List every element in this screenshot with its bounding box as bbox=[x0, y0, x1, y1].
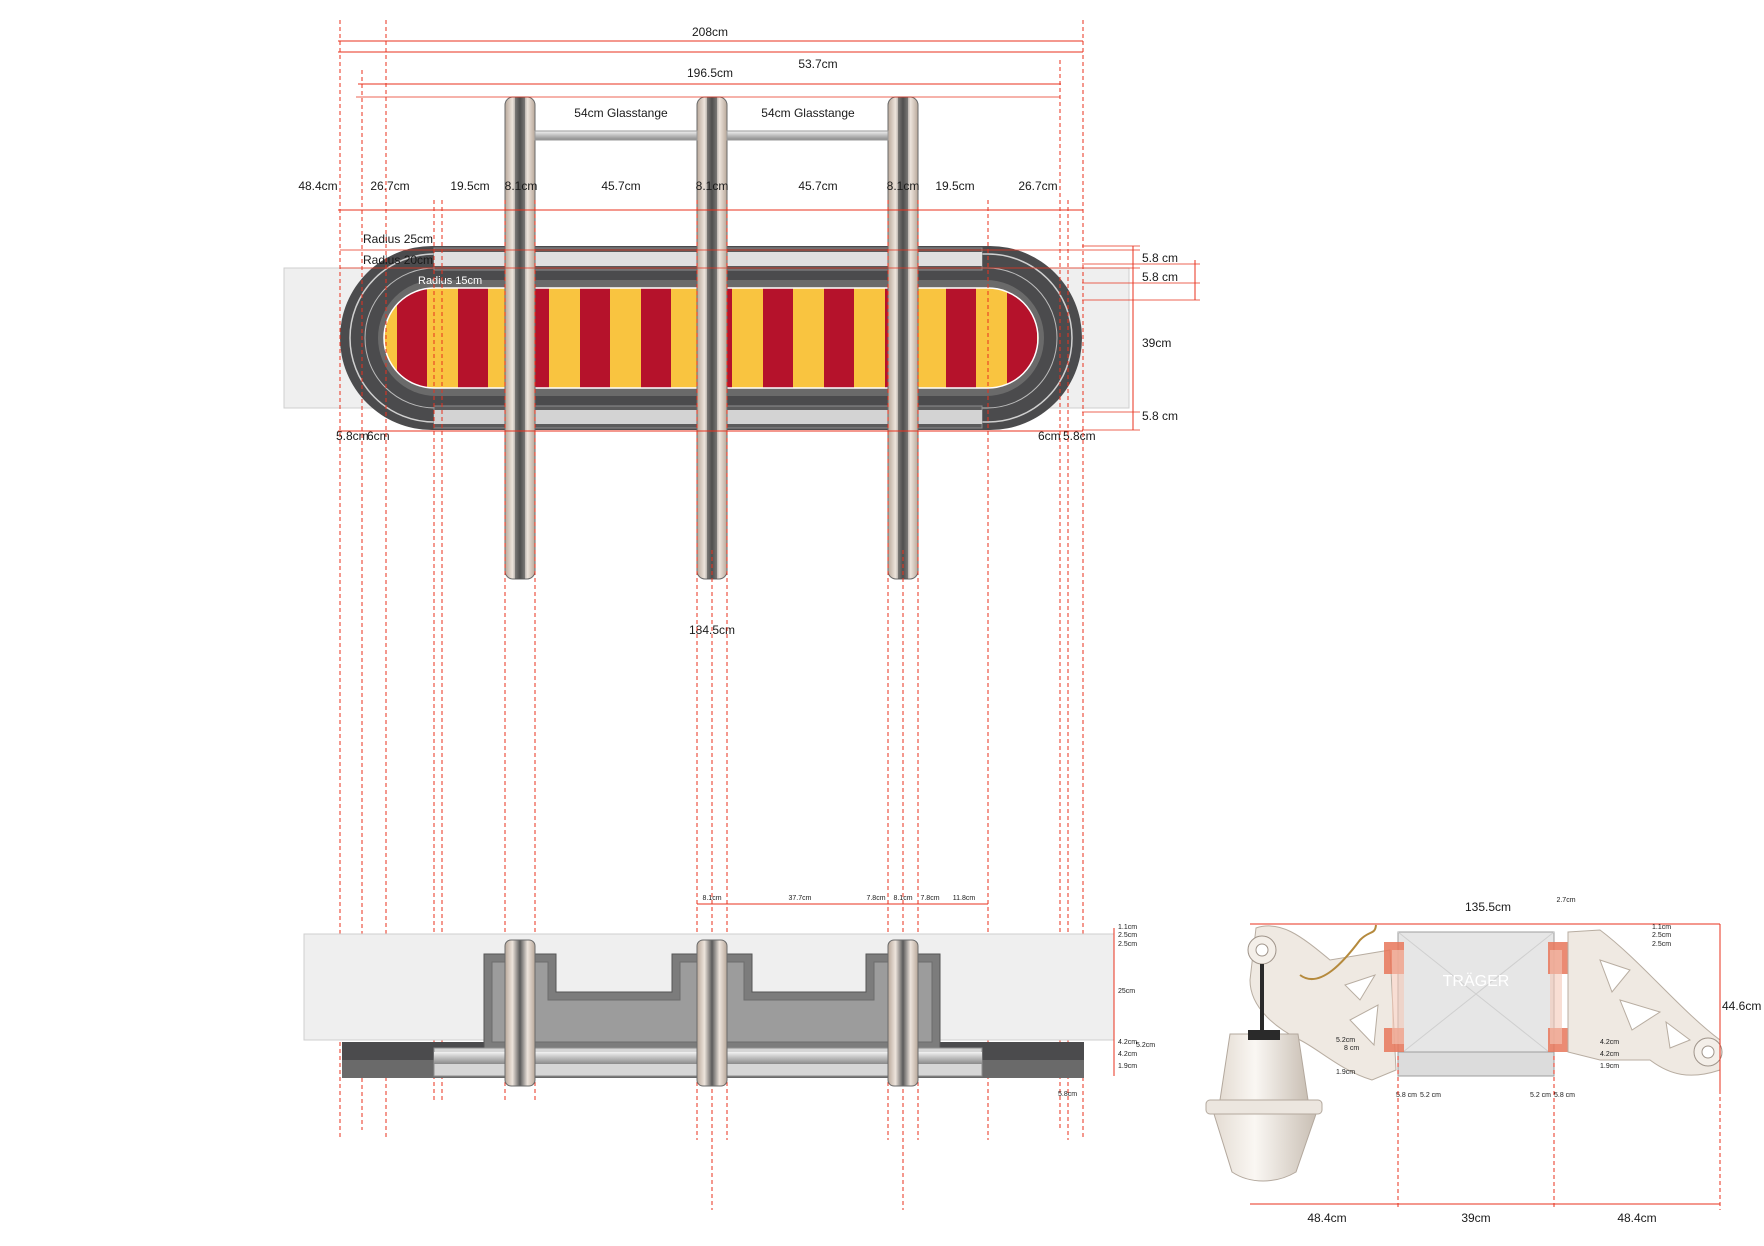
front-right-7: 1.9cm bbox=[1118, 1063, 1137, 1070]
right-cutout-2 bbox=[1619, 999, 1662, 1031]
side-right-5: 1.9cm bbox=[1600, 1063, 1619, 1070]
dim-bottom-right-1: 5.8cm bbox=[1063, 429, 1096, 443]
side-bottom-0: 48.4cm bbox=[1307, 1211, 1346, 1225]
glass-bar-1-label: 54cm Glasstange bbox=[574, 106, 668, 120]
side-right-3: 4.2cm bbox=[1600, 1039, 1619, 1046]
front-top-dim-1: 37.7cm bbox=[789, 895, 812, 902]
box-diag-2 bbox=[1397, 931, 1555, 1057]
bracket-cutout-1 bbox=[1344, 974, 1377, 1001]
dim-seg-7: 8.1cm bbox=[887, 179, 920, 193]
front-top-dim-0: 8.1cm bbox=[702, 895, 721, 902]
dim-seg-6: 45.7cm bbox=[798, 179, 837, 193]
dim-seg-4: 45.7cm bbox=[601, 179, 640, 193]
front-top-dim-2: 7.8cm bbox=[866, 895, 885, 902]
side-bottom-small-2: 5.2 cm bbox=[1530, 1092, 1551, 1099]
cable bbox=[1299, 924, 1377, 981]
front-right-2: 2.5cm bbox=[1118, 941, 1137, 948]
front-right-4: 4.2cm bbox=[1118, 1039, 1137, 1046]
lamp-shade bbox=[1213, 1113, 1317, 1182]
bracket-fill-right bbox=[1550, 950, 1562, 1044]
lamp-housing bbox=[1219, 1033, 1309, 1101]
glass-bar-1 bbox=[534, 130, 698, 141]
side-top-width: 135.5cm bbox=[1465, 900, 1511, 914]
dim-seg-8: 19.5cm bbox=[935, 179, 974, 193]
dim-right-0: 5.8 cm bbox=[1142, 251, 1178, 265]
front-post-1 bbox=[504, 939, 536, 1087]
post-1 bbox=[504, 96, 536, 580]
dim-bottom-left-1: 6cm bbox=[367, 429, 390, 443]
dim-bottom-right-0: 6cm bbox=[1038, 429, 1061, 443]
left-bracket bbox=[1249, 925, 1397, 1081]
radius-outer-label: Radius 25cm bbox=[363, 232, 433, 246]
side-bottom-small-3: 5.8 cm bbox=[1554, 1092, 1575, 1099]
trager-label: TRÄGER bbox=[1443, 972, 1510, 990]
dim-top-right: 53.7cm bbox=[798, 57, 837, 71]
side-left-2: 1.9cm bbox=[1336, 1069, 1355, 1076]
left-pivot-hole bbox=[1255, 943, 1269, 957]
lamp-rim bbox=[1205, 1099, 1323, 1115]
side-top-small: 2.7cm bbox=[1556, 897, 1575, 904]
top-view: 54cm Glasstange 54cm Glasstange 208cm 53… bbox=[283, 25, 1200, 637]
lamp-cap bbox=[1248, 1030, 1280, 1040]
front-right-0: 1.1cm bbox=[1118, 924, 1137, 931]
front-post-2 bbox=[696, 939, 728, 1087]
side-bottom-2: 48.4cm bbox=[1617, 1211, 1656, 1225]
dim-inner-width: 196.5cm bbox=[687, 66, 733, 80]
front-top-dim-4: 7.8cm bbox=[920, 895, 939, 902]
side-left-1: 8 cm bbox=[1344, 1045, 1359, 1052]
side-right-2: 2.5cm bbox=[1652, 941, 1671, 948]
glass-bar-2 bbox=[726, 130, 889, 141]
dim-seg-5: 8.1cm bbox=[696, 179, 729, 193]
side-left-0: 5.2cm bbox=[1336, 1037, 1355, 1044]
front-top-dim-5: 11.8cm bbox=[953, 895, 976, 902]
right-pivot-hole bbox=[1701, 1045, 1715, 1059]
post-2 bbox=[696, 96, 728, 580]
radius-mid-label: Radius 20cm bbox=[363, 253, 433, 267]
side-height: 44.6cm bbox=[1722, 999, 1761, 1013]
dim-right-1: 5.8 cm bbox=[1142, 270, 1178, 284]
front-right-5: 5.2cm bbox=[1136, 1042, 1155, 1049]
dim-right-2: 39cm bbox=[1142, 336, 1171, 350]
right-cutout-1 bbox=[1599, 959, 1631, 993]
front-right-1: 2.5cm bbox=[1118, 932, 1137, 939]
front-top-dim-3: 8.1cm bbox=[893, 895, 912, 902]
dim-overall-width: 208cm bbox=[692, 25, 728, 39]
dim-seg-1: 26.7cm bbox=[370, 179, 409, 193]
front-right-3: 25cm bbox=[1118, 988, 1135, 995]
side-view: TRÄGER 135.5cm 2.7cm 44.6cm 1.1cm 2.5cm … bbox=[1205, 897, 1761, 1225]
dim-right-3: 5.8 cm bbox=[1142, 409, 1178, 423]
dim-bottom-left-0: 5.8cm bbox=[336, 429, 369, 443]
trager-base bbox=[1397, 1051, 1555, 1077]
post-3 bbox=[887, 96, 919, 580]
bracket-fill-left bbox=[1392, 950, 1404, 1044]
side-right-1: 2.5cm bbox=[1652, 932, 1671, 939]
side-right-0: 1.1cm bbox=[1652, 924, 1671, 931]
radius-inner-label: Radius 15cm bbox=[418, 275, 482, 287]
bracket-cutout-2 bbox=[1349, 1004, 1379, 1047]
glass-bar-2-label: 54cm Glasstange bbox=[761, 106, 855, 120]
dim-seg-2: 19.5cm bbox=[450, 179, 489, 193]
side-right-4: 4.2cm bbox=[1600, 1051, 1619, 1058]
side-bottom-1: 39cm bbox=[1461, 1211, 1490, 1225]
dim-seg-3: 8.1cm bbox=[505, 179, 538, 193]
side-bottom-small-0: 5.8 cm bbox=[1396, 1092, 1417, 1099]
front-right-6: 4.2cm bbox=[1118, 1051, 1137, 1058]
front-right-8: 5.8cm bbox=[1058, 1091, 1077, 1098]
dim-seg-9: 26.7cm bbox=[1018, 179, 1057, 193]
front-view: 8.1cm 37.7cm 7.8cm 8.1cm 7.8cm 11.8cm 1.… bbox=[303, 895, 1155, 1098]
front-post-3 bbox=[887, 939, 919, 1087]
side-bottom-small-1: 5.2 cm bbox=[1420, 1092, 1441, 1099]
dim-seg-0: 48.4cm bbox=[298, 179, 337, 193]
right-cutout-3 bbox=[1665, 1020, 1692, 1049]
